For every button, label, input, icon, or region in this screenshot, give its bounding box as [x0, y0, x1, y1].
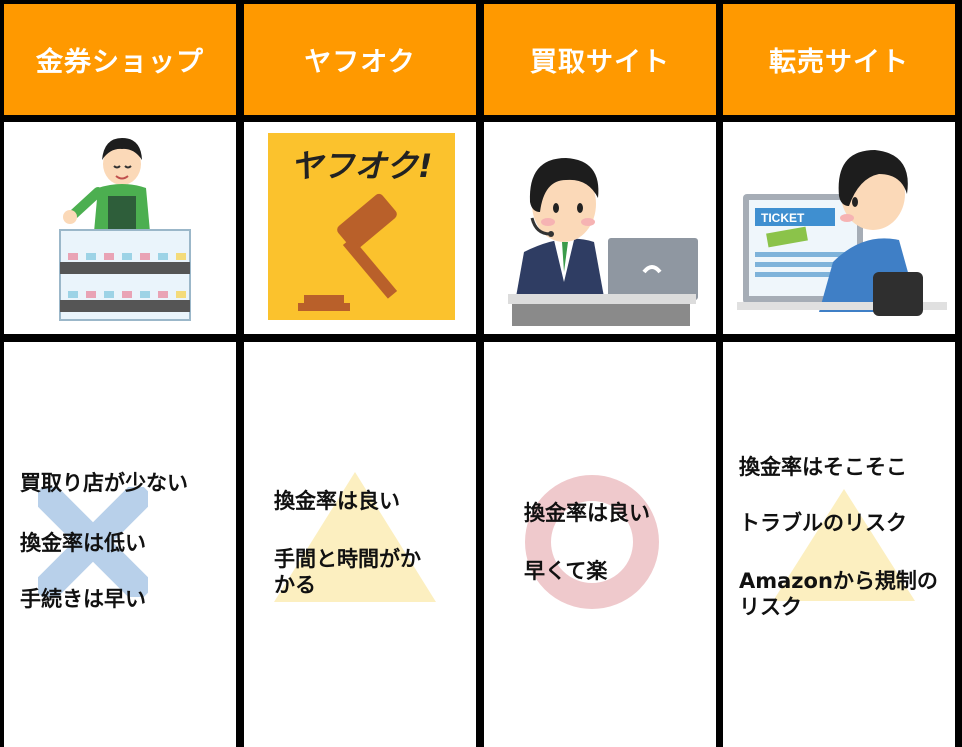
- header-cell: ヤフオク: [244, 4, 476, 115]
- triangle-mark: [274, 472, 436, 602]
- point-text: 換金率は良い: [524, 501, 650, 525]
- header-cell: 転売サイト: [723, 4, 955, 115]
- cross-mark: [38, 487, 148, 597]
- point-text: トラブルのリスク: [739, 511, 907, 535]
- header-cell: 買取サイト: [484, 4, 716, 115]
- point-text: 手続きは早い: [20, 587, 146, 611]
- circle-mark: [525, 475, 659, 609]
- gavel-icon: [298, 193, 398, 311]
- point-text: 買取り店が少ない: [20, 471, 188, 495]
- point-text: 換金率は良い: [274, 489, 400, 513]
- evaluation-cell: 換金率はそこそこ トラブルのリスク Amazonから規制のリスク: [723, 342, 955, 747]
- header-cell: 金券ショップ: [4, 4, 236, 115]
- illustration-ticket-buyer: TICKET: [723, 122, 955, 334]
- column-title: 買取サイト: [530, 47, 670, 78]
- column-title: 転売サイト: [769, 47, 909, 78]
- evaluation-cell: 買取り店が少ない 換金率は低い 手続きは早い: [4, 342, 236, 747]
- point-text: Amazonから規制のリスク: [739, 569, 938, 619]
- yahuoku-logo: ヤフオク!: [268, 133, 455, 320]
- evaluation-cell: 換金率は良い 早くて楽: [484, 342, 716, 747]
- point-text: 換金率は低い: [20, 531, 146, 555]
- point-text: 早くて楽: [524, 559, 608, 583]
- point-text: 換金率はそこそこ: [739, 455, 907, 479]
- illustration-shop-clerk: [4, 122, 236, 334]
- evaluation-cell: 換金率は良い 手間と時間がかかる: [244, 342, 476, 747]
- point-text: 手間と時間がかかる: [274, 547, 421, 597]
- illustration-operator: [484, 122, 716, 334]
- ticket-text: TICKET: [761, 211, 805, 225]
- column-title: 金券ショップ: [36, 47, 204, 78]
- illustration-yahuoku: ヤフオク!: [244, 122, 476, 334]
- logo-text: ヤフオク!: [290, 147, 433, 185]
- triangle-mark: [773, 489, 915, 601]
- column-title: ヤフオク: [304, 47, 416, 78]
